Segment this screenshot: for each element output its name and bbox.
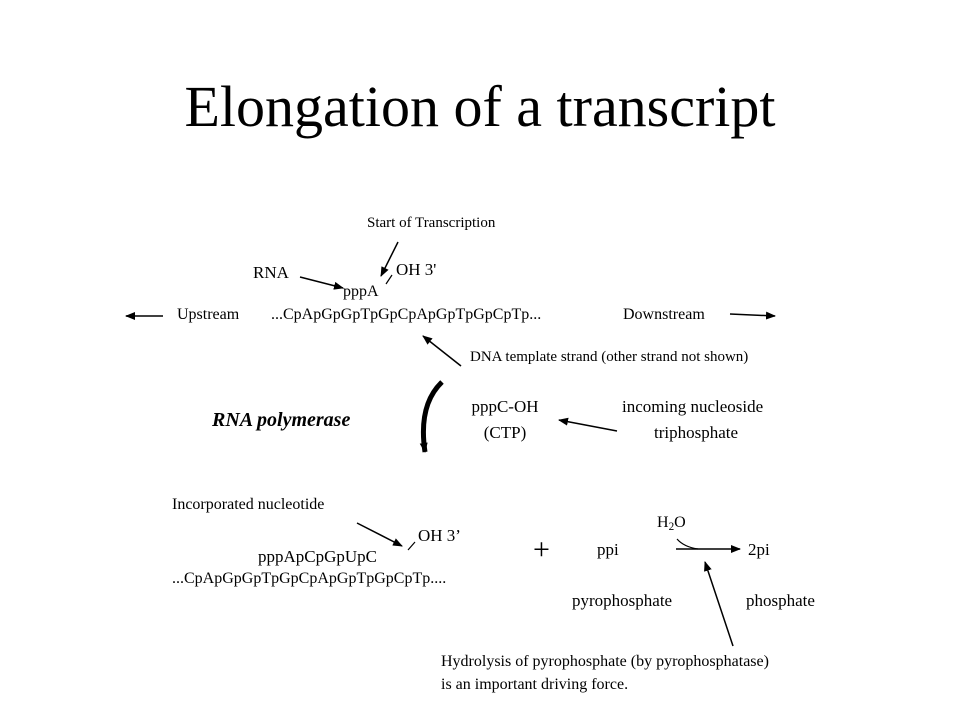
oh3-bottom-tick <box>407 541 416 551</box>
incorporated-nucleotide-label: Incorporated nucleotide <box>172 496 325 513</box>
hydrolysis-arrow <box>704 561 734 647</box>
hydrolysis-note-line2: is an important driving force. <box>441 676 629 693</box>
incoming-nucleoside-label-line1: incoming nucleoside <box>622 397 764 416</box>
incoming-nucleoside-label-line2: triphosphate <box>654 423 739 442</box>
dna-template-arrow <box>422 335 462 367</box>
ctp-label: (CTP) <box>483 423 527 442</box>
hydrolysis-note-line1: Hydrolysis of pyrophosphate (by pyrophos… <box>441 653 769 670</box>
rna-polymerase-label: RNA polymerase <box>212 409 351 431</box>
dna-sequence-bottom: ...CpApGpGpTpGpCpApGpTpGpCpTp.... <box>172 570 447 587</box>
incoming-nucleoside-arrow <box>558 417 618 432</box>
two-pi-label: 2pi <box>748 540 770 559</box>
downstream-arrow <box>729 311 776 320</box>
dna-template-strand-label: DNA template strand (other strand not sh… <box>470 349 749 365</box>
downstream-label: Downstream <box>623 306 705 323</box>
rna-arrow <box>299 276 344 290</box>
rna-product-sequence: pppApCpGpUpC <box>258 547 378 566</box>
h2o-curve <box>676 538 699 550</box>
phosphate-label: phosphate <box>746 591 815 610</box>
polymerase-curved-arrow <box>419 380 444 453</box>
oh-3-prime-bottom-label: OH 3’ <box>418 526 461 545</box>
ppi-label: ppi <box>597 540 619 559</box>
plus-sign: + <box>533 533 550 566</box>
pppa-label: pppA <box>343 283 379 300</box>
pppa-tick <box>385 274 393 285</box>
pppc-oh-label: pppC-OH <box>471 397 539 416</box>
start-of-transcription-label: Start of Transcription <box>367 215 496 231</box>
incorporated-nucleotide-arrow <box>356 522 403 547</box>
upstream-label: Upstream <box>177 306 240 323</box>
rna-label: RNA <box>253 263 289 282</box>
h2o-label: H2O <box>657 514 686 533</box>
page-title: Elongation of a transcript <box>184 74 776 139</box>
start-of-transcription-arrow <box>380 241 399 277</box>
oh-3-prime-top-label: OH 3' <box>396 260 437 279</box>
pyrophosphate-label: pyrophosphate <box>572 591 673 610</box>
dna-sequence-top: ...CpApGpGpTpGpCpApGpTpGpCpTp... <box>271 306 542 323</box>
